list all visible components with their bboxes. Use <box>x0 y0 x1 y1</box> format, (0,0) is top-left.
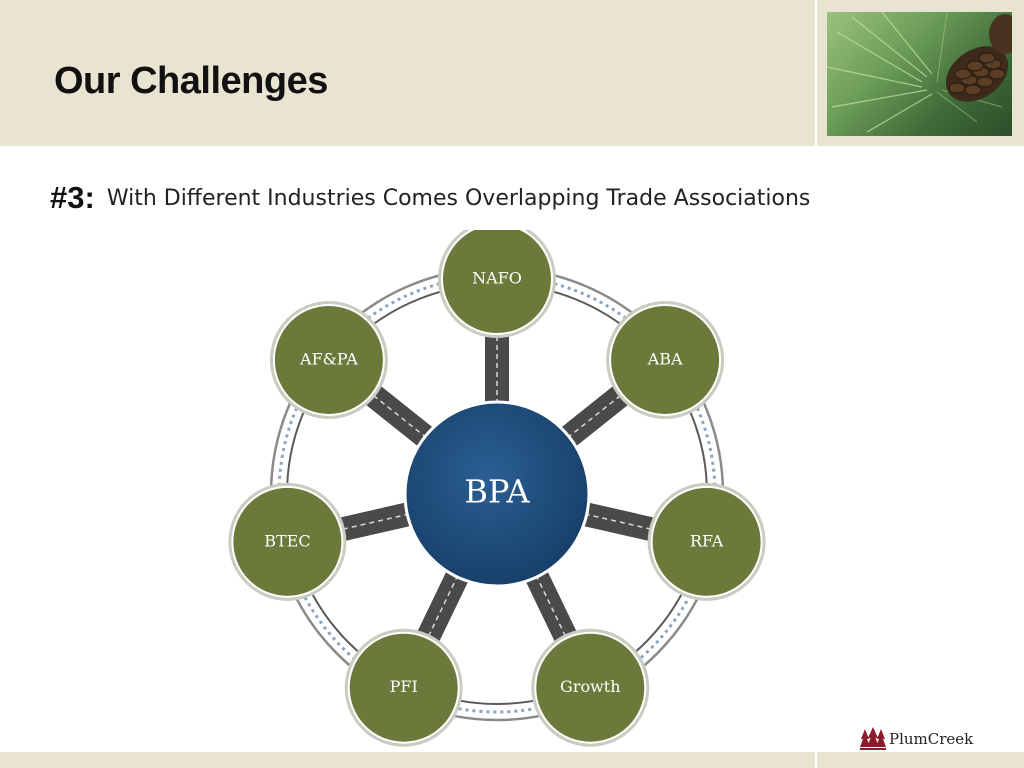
node-label-btec: BTEC <box>264 531 310 550</box>
bpa-hub <box>403 400 591 588</box>
node-growth <box>534 631 647 744</box>
node-nafo <box>441 230 553 335</box>
footer-band <box>0 752 1024 768</box>
node-pfi <box>347 631 460 744</box>
challenge-number: #3: <box>50 180 95 215</box>
node-label-aba: ABA <box>647 349 683 368</box>
plumcreek-logo: PlumCreek <box>860 725 973 753</box>
node-label-af-pa: AF&PA <box>299 349 358 368</box>
challenge-subtitle: #3: With Different Industries Comes Overl… <box>50 180 810 216</box>
header-divider <box>815 0 817 146</box>
logo-text: PlumCreek <box>889 730 974 748</box>
node-label-pfi: PFI <box>390 677 418 696</box>
node-label-growth: Growth <box>560 677 621 696</box>
challenge-text: With Different Industries Comes Overlapp… <box>106 185 811 211</box>
node-btec <box>231 485 344 598</box>
node-af-pa <box>272 303 385 416</box>
node-rfa <box>650 485 763 598</box>
node-aba <box>609 303 722 416</box>
pine-cone-photo <box>827 12 1012 136</box>
association-diagram: BPA NAFO ABA RFA Growth PFI BTEC AF&PA <box>228 230 766 747</box>
node-label-rfa: RFA <box>690 531 724 550</box>
slide-title: Our Challenges <box>54 60 328 102</box>
node-label-nafo: NAFO <box>472 269 522 288</box>
bpa-hub-label: BPA <box>464 473 530 511</box>
trees-icon <box>860 727 886 750</box>
footer-divider <box>815 752 817 768</box>
